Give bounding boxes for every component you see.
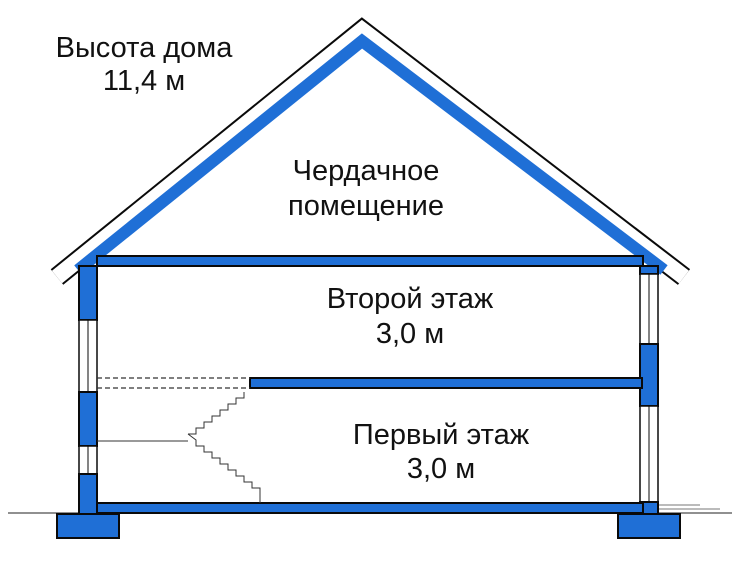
stair-lower-flight <box>187 433 261 503</box>
house-height-value: 11,4 м <box>103 65 185 97</box>
first-floor-height: 3,0 м <box>407 453 475 485</box>
house-height-title: Высота дома <box>56 32 234 64</box>
attic-label-line1: Чердачное <box>293 155 440 187</box>
stair-upper-flight <box>188 392 245 435</box>
right-wall-top <box>639 265 659 275</box>
second-floor-height: 3,0 м <box>376 318 444 350</box>
roof-slope <box>74 33 668 275</box>
right-foundation <box>617 513 681 539</box>
second-floor-name: Второй этаж <box>327 283 494 315</box>
left-foundation <box>56 513 120 539</box>
ground-floor-slab <box>96 502 644 514</box>
left-wall-bottom <box>78 473 98 515</box>
left-wall-top <box>78 265 98 321</box>
attic-floor-slab <box>96 255 644 267</box>
first-floor-name: Первый этаж <box>353 419 530 451</box>
attic-label-line2: помещение <box>288 190 444 222</box>
right-wall-middle <box>639 343 659 407</box>
roof-edge <box>51 19 689 284</box>
interfloor-slab <box>249 377 643 389</box>
left-wall-middle <box>78 391 98 447</box>
